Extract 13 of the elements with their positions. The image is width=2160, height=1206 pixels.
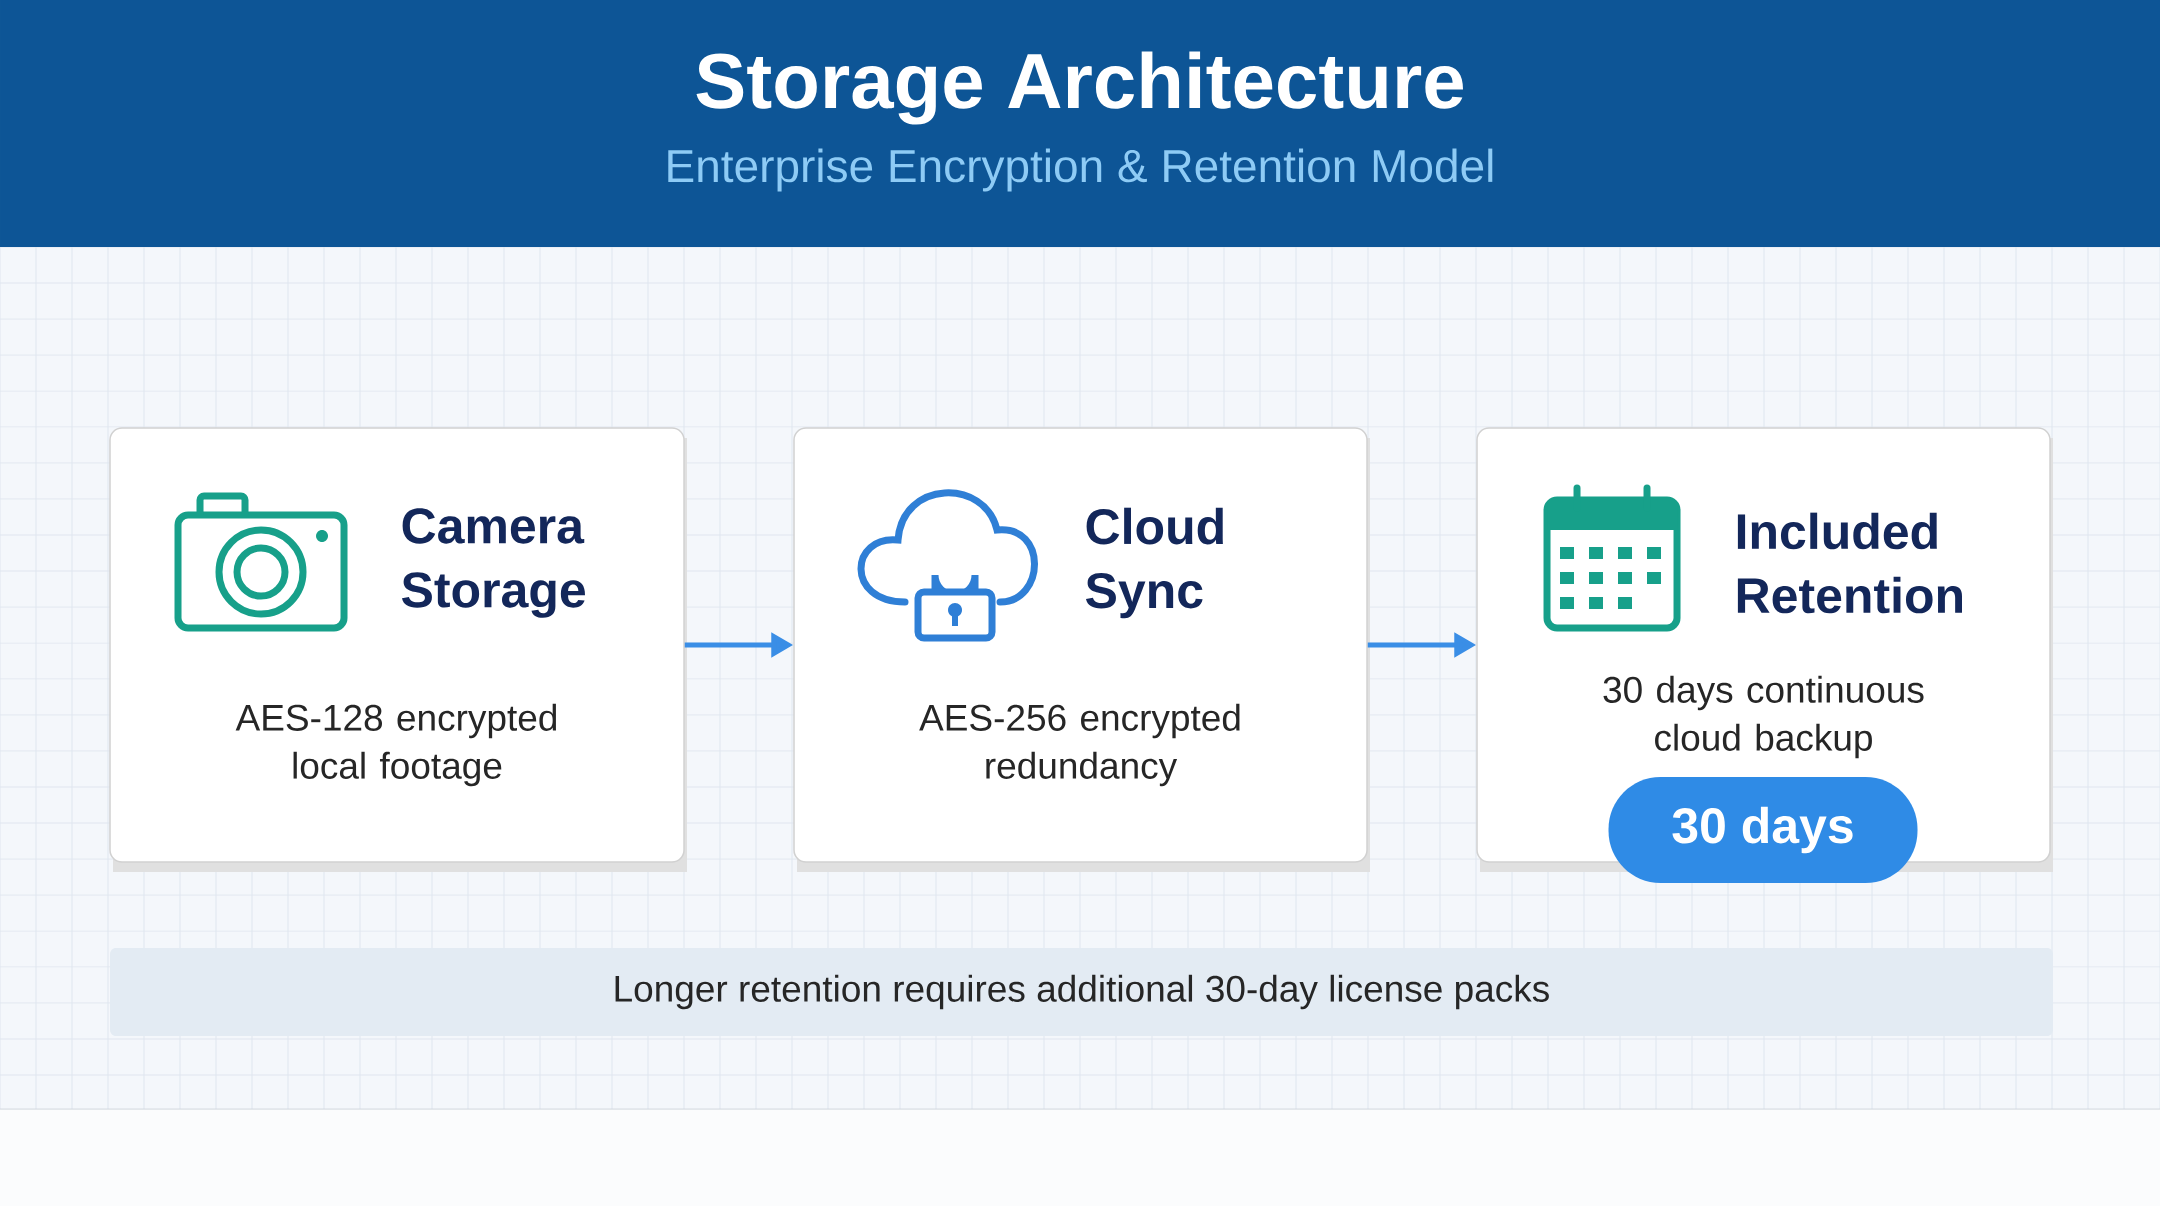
card-heading: Included Retention <box>1737 512 1962 614</box>
card <box>1476 427 2053 872</box>
title: Storage Architecture <box>696 51 1463 125</box>
pill-badge: 30 days <box>1608 777 1918 883</box>
card-description: AES-128 encrypted local footage <box>235 703 557 787</box>
note-banner: Longer retention requires additional 30-day license packs <box>110 948 2053 1036</box>
subtitle: Enterprise Encryption & Retention Model <box>668 148 1493 192</box>
card-heading: Camera Storage <box>402 508 585 618</box>
card <box>793 427 1370 872</box>
card-description: AES-256 encrypted redundancy <box>919 703 1240 787</box>
card-heading: Cloud Sync <box>1086 507 1223 619</box>
card <box>109 427 687 872</box>
card-description: 30 days continuous cloud backup <box>1603 675 1924 759</box>
